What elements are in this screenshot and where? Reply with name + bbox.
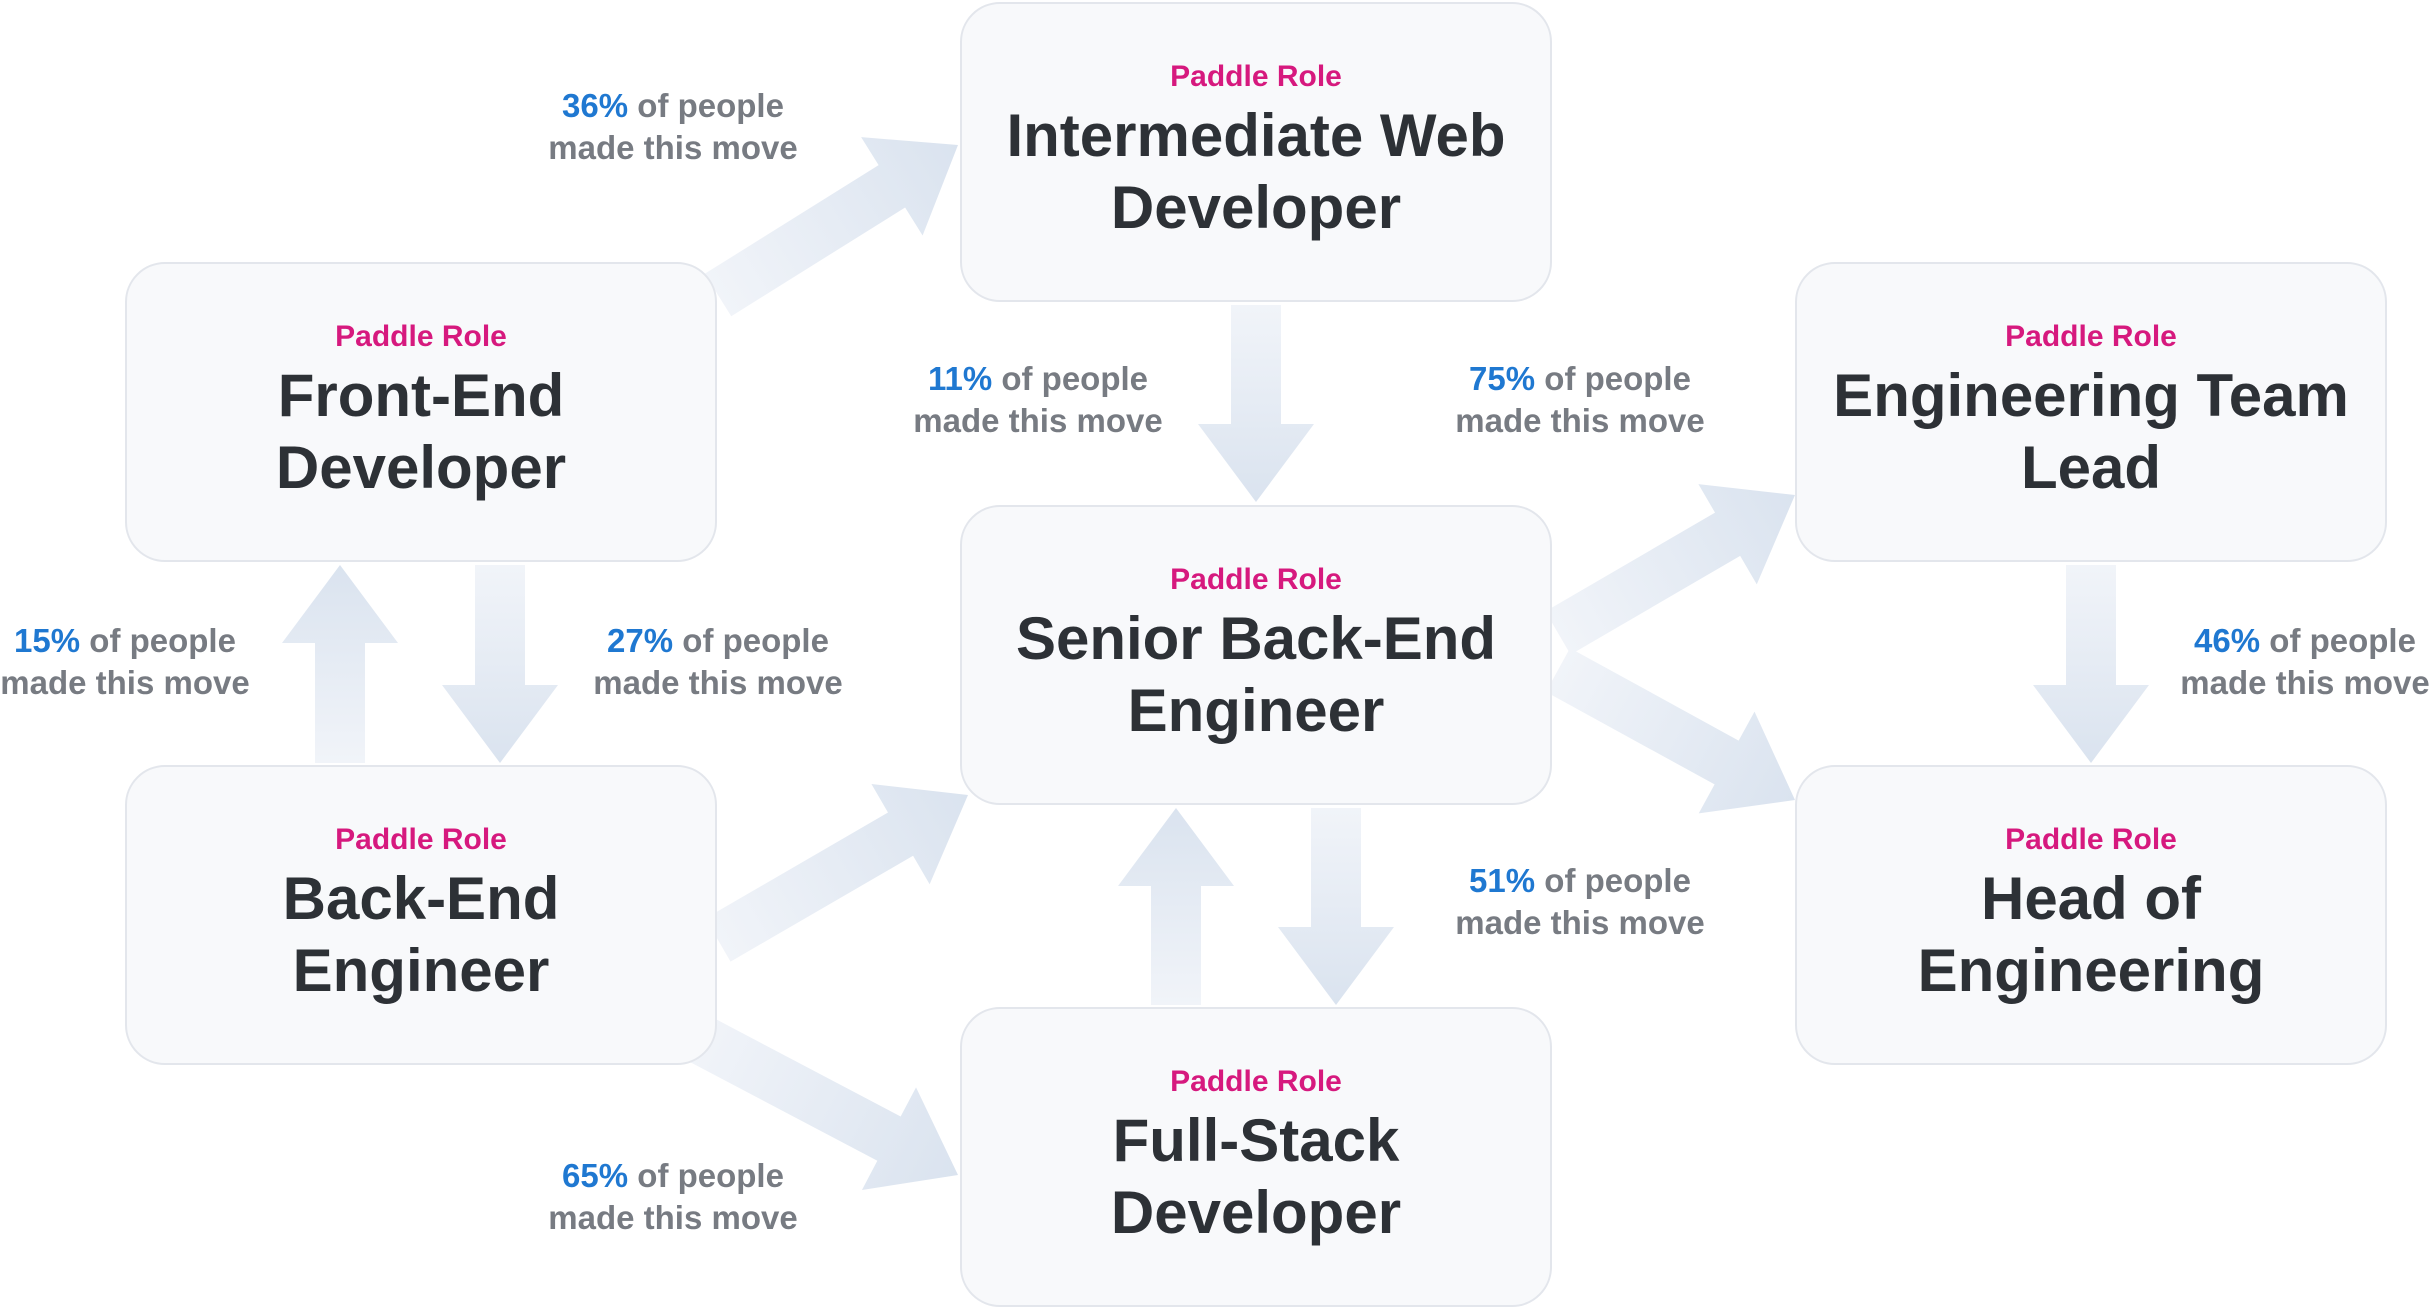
move-percent: 11% <box>927 360 993 397</box>
role-tag: Paddle Role <box>1170 1065 1342 1098</box>
role-tag: Paddle Role <box>335 320 507 353</box>
move-text-line2: made this move <box>593 664 843 701</box>
arrow-backend-to-senior-shape <box>705 783 969 962</box>
move-percent: 15% <box>14 622 81 659</box>
move-text-line2: made this move <box>0 664 250 701</box>
role-title: Front-End Developer <box>275 362 567 501</box>
arrow-lead-to-head <box>2033 565 2149 763</box>
move-text: of people <box>637 1157 784 1194</box>
role-title: Full-Stack Developer <box>1110 1107 1402 1246</box>
move-text: of people <box>89 622 236 659</box>
node-front-end-developer: Paddle Role Front-End Developer <box>125 262 717 562</box>
move-text: of people <box>1544 862 1691 899</box>
move-percent: 46% <box>2194 622 2261 659</box>
arrow-intermediate-to-senior <box>1198 305 1314 502</box>
node-back-end-engineer: Paddle Role Back-End Engineer <box>125 765 717 1065</box>
move-text-line2: made this move <box>1455 402 1705 439</box>
arrow-frontend-to-intermediate-shape <box>704 137 958 317</box>
arrow-frontend-to-intermediate <box>704 137 958 317</box>
move-label-lead-to-head: 46% of people made this move <box>2125 620 2430 704</box>
move-label-backend-to-frontend: 15% of people made this move <box>0 620 305 704</box>
move-percent: 65% <box>562 1157 629 1194</box>
arrow-backend-to-frontend <box>282 565 398 763</box>
role-tag: Paddle Role <box>335 823 507 856</box>
move-label-senior-to-lead: 75% of people made this move <box>1400 358 1760 442</box>
arrow-backend-to-fullstack-shape <box>686 1015 958 1190</box>
arrow-senior-to-head-shape <box>1545 648 1796 814</box>
node-senior-back-end-engineer: Paddle Role Senior Back-End Engineer <box>960 505 1552 805</box>
move-label-intermediate-to-senior: 11% of people made this move <box>858 358 1218 442</box>
role-tag: Paddle Role <box>2005 320 2177 353</box>
arrow-backend-to-senior <box>705 783 969 962</box>
move-label-frontend-to-backend: 27% of people made this move <box>538 620 898 704</box>
role-title: Engineering Team Lead <box>1833 362 2349 501</box>
role-title: Back-End Engineer <box>282 865 560 1004</box>
move-percent: 51% <box>1469 862 1536 899</box>
move-label-frontend-to-intermediate: 36% of people made this move <box>493 85 853 169</box>
node-intermediate-web-developer: Paddle Role Intermediate Web Developer <box>960 2 1552 302</box>
move-percent: 27% <box>607 622 674 659</box>
move-percent: 36% <box>562 87 629 124</box>
role-title: Head of Engineering <box>1917 865 2265 1004</box>
node-engineering-team-lead: Paddle Role Engineering Team Lead <box>1795 262 2387 562</box>
arrow-fullstack-to-senior-shape <box>1118 808 1234 1005</box>
move-text-line2: made this move <box>548 1199 798 1236</box>
arrow-senior-to-fullstack-shape <box>1278 808 1394 1005</box>
node-head-of-engineering: Paddle Role Head of Engineering <box>1795 765 2387 1065</box>
node-full-stack-developer: Paddle Role Full-Stack Developer <box>960 1007 1552 1307</box>
move-text-line2: made this move <box>2180 664 2430 701</box>
arrow-senior-to-fullstack <box>1278 808 1394 1005</box>
role-tag: Paddle Role <box>2005 823 2177 856</box>
move-percent: 75% <box>1469 360 1536 397</box>
move-text: of people <box>1544 360 1691 397</box>
role-tag: Paddle Role <box>1170 60 1342 93</box>
arrow-senior-to-lead <box>1545 484 1796 655</box>
role-title: Senior Back-End Engineer <box>1015 605 1497 744</box>
arrow-frontend-to-backend-shape <box>442 565 558 763</box>
move-text: of people <box>682 622 829 659</box>
move-text: of people <box>637 87 784 124</box>
move-text-line2: made this move <box>913 402 1163 439</box>
arrow-fullstack-to-senior <box>1118 808 1234 1005</box>
move-text: of people <box>2269 622 2416 659</box>
arrow-backend-to-fullstack <box>686 1015 958 1190</box>
move-text: of people <box>1001 360 1149 397</box>
role-tag: Paddle Role <box>1170 563 1342 596</box>
arrow-senior-to-head <box>1545 648 1796 814</box>
role-title: Intermediate Web Developer <box>1006 102 1506 241</box>
arrow-intermediate-to-senior-shape <box>1198 305 1314 502</box>
move-label-backend-to-fullstack: 65% of people made this move <box>493 1155 853 1239</box>
arrow-senior-to-lead-shape <box>1545 484 1796 655</box>
move-text-line2: made this move <box>1455 904 1705 941</box>
arrow-frontend-to-backend <box>442 565 558 763</box>
arrow-backend-to-frontend-shape <box>282 565 398 763</box>
move-text-line2: made this move <box>548 129 798 166</box>
arrow-lead-to-head-shape <box>2033 565 2149 763</box>
move-label-senior-to-fullstack: 51% of people made this move <box>1400 860 1760 944</box>
